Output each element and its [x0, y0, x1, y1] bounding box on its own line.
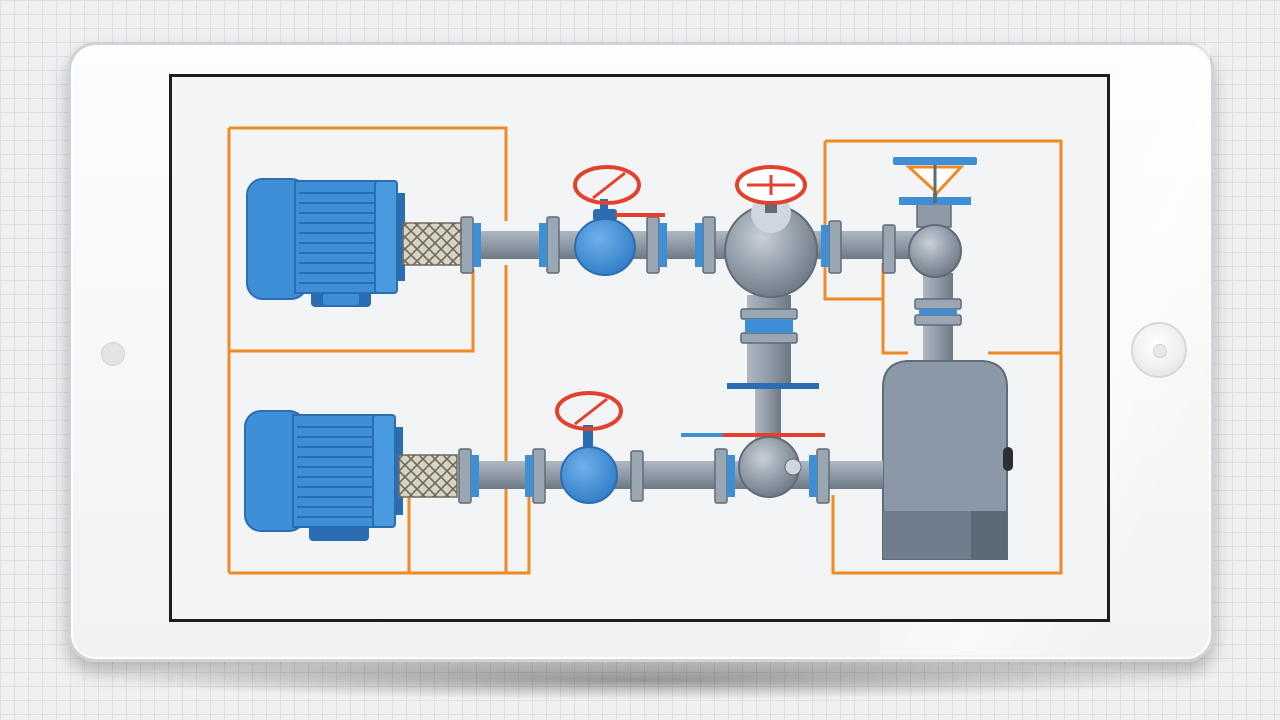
gate-valve-top[interactable]	[574, 199, 665, 276]
gate-valve-bottom[interactable]	[560, 425, 618, 504]
front-camera-icon	[101, 342, 125, 366]
ball-valve-top[interactable]	[724, 193, 818, 385]
handwheel-icon[interactable]	[555, 391, 623, 431]
home-button[interactable]	[1131, 322, 1187, 378]
pump-motor-bottom[interactable]	[244, 410, 403, 541]
check-valve-bottom[interactable]	[681, 383, 825, 498]
device-shadow	[110, 660, 1170, 700]
tablet-screen	[169, 74, 1110, 622]
flex-coupling-top	[402, 222, 462, 266]
flex-coupling-bottom	[398, 454, 458, 498]
pipe-run-bottom	[458, 448, 883, 504]
piping-diagram	[227, 126, 1063, 575]
pressure-tank[interactable]	[882, 360, 1013, 560]
pipe-run-top	[460, 216, 923, 274]
home-button-icon	[1153, 344, 1167, 358]
wiring-lines	[227, 126, 1063, 575]
handwheel-icon[interactable]	[735, 165, 807, 205]
butterfly-valve[interactable]	[893, 157, 977, 363]
pump-motor-top[interactable]	[246, 178, 405, 307]
handwheel-icon[interactable]	[573, 165, 641, 205]
